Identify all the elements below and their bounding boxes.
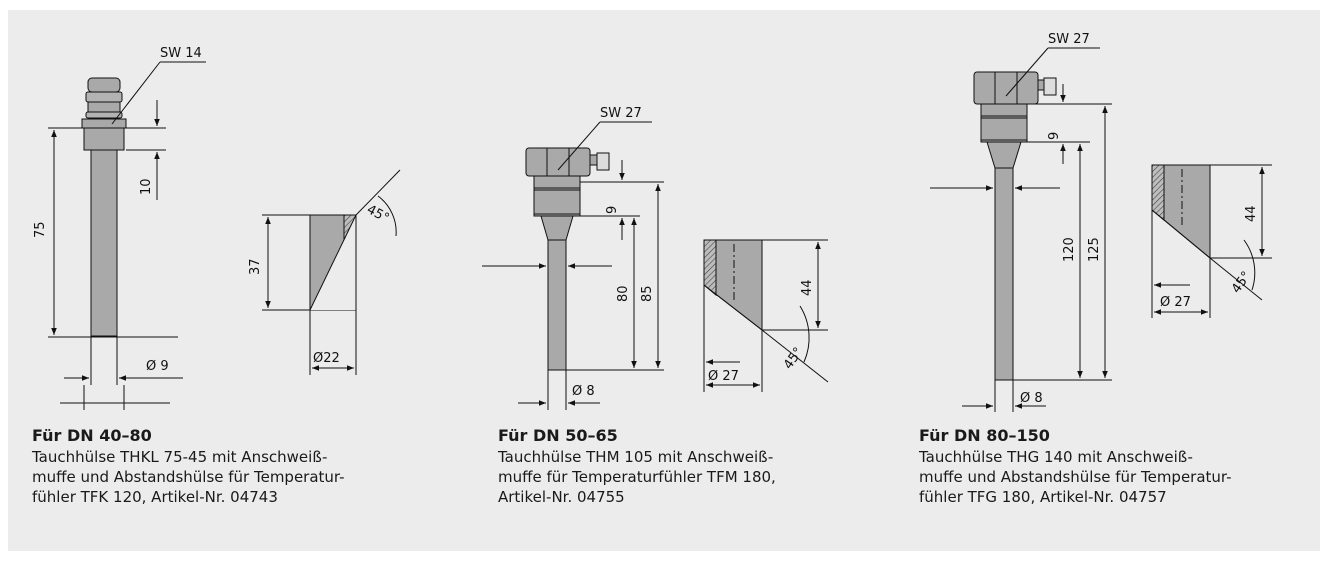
thread-section bbox=[980, 115, 1028, 143]
caption-text: Tauchhülse THG 140 mit Anschweiß- muffe … bbox=[919, 448, 1232, 506]
caption-dn-80-150: Für DN 80–150 Tauchhülse THG 140 mit Ans… bbox=[919, 426, 1319, 507]
drawing-thg-140 bbox=[930, 47, 1272, 412]
caption-title: Für DN 80–150 bbox=[919, 426, 1050, 445]
dim-tip-height: 44 bbox=[800, 279, 815, 296]
dim-tip-angle: 45° bbox=[781, 345, 807, 372]
dim-length-a: 120 bbox=[1062, 237, 1077, 262]
drawing-thg-140-labels: SW 27 9 120 125 Ø 8 44 Ø 27 45° bbox=[1020, 32, 1259, 406]
dim-tip-angle: 45° bbox=[1229, 269, 1255, 296]
drawing-thm-105-labels: SW 27 9 80 85 Ø 8 44 Ø 27 45° bbox=[572, 106, 815, 399]
dim-thread: 9 bbox=[1047, 132, 1062, 140]
sw-label: SW 14 bbox=[160, 46, 202, 61]
sw-label: SW 27 bbox=[1048, 32, 1090, 47]
caption-dn-50-65: Für DN 50–65 Tauchhülse THM 105 mit Ansc… bbox=[498, 426, 898, 507]
caption-text: Tauchhülse THM 105 mit Anschweiß- muffe … bbox=[498, 448, 776, 506]
sleeve bbox=[547, 239, 567, 371]
dim-length-b: 85 bbox=[640, 285, 655, 302]
thread-section bbox=[87, 101, 121, 113]
background-panel bbox=[8, 10, 1320, 551]
flange-body bbox=[83, 127, 125, 151]
dim-tip-diameter: Ø22 bbox=[313, 351, 340, 366]
drawing-thkl-75 bbox=[48, 61, 401, 410]
neck bbox=[533, 175, 581, 189]
thread-ring bbox=[85, 111, 123, 119]
dim-length-a: 80 bbox=[616, 285, 631, 302]
dim-length-b: 125 bbox=[1087, 237, 1102, 262]
hex-head bbox=[525, 147, 591, 177]
connector-block bbox=[1043, 77, 1057, 96]
dim-thread: 10 bbox=[139, 178, 154, 195]
caption-title: Für DN 50–65 bbox=[498, 426, 618, 445]
caption-title: Für DN 40–80 bbox=[32, 426, 152, 445]
dim-diameter: Ø 8 bbox=[1020, 391, 1043, 406]
dim-diameter: Ø 8 bbox=[572, 384, 595, 399]
sw-label: SW 27 bbox=[600, 106, 642, 121]
sleeve bbox=[994, 167, 1014, 381]
hex-head bbox=[973, 71, 1039, 105]
dim-tip-height: 37 bbox=[248, 258, 263, 275]
dim-thread: 9 bbox=[605, 206, 620, 214]
dim-tip-height: 44 bbox=[1244, 205, 1259, 222]
dim-diameter: Ø 9 bbox=[146, 359, 169, 374]
sleeve-neck bbox=[540, 215, 574, 241]
connector-block bbox=[596, 152, 610, 171]
neck bbox=[980, 103, 1028, 117]
nut-collar bbox=[85, 91, 123, 103]
sleeve-neck bbox=[986, 141, 1022, 169]
dim-tip-diameter: Ø 27 bbox=[708, 369, 739, 384]
dim-total-length: 75 bbox=[33, 221, 48, 238]
caption-dn-40-80: Für DN 40–80 Tauchhülse THKL 75-45 mit A… bbox=[32, 426, 432, 507]
flange-top bbox=[81, 118, 127, 129]
drawing-thm-105 bbox=[482, 121, 829, 410]
thread-section bbox=[533, 187, 581, 217]
sleeve bbox=[90, 149, 118, 337]
caption-text: Tauchhülse THKL 75-45 mit Anschweiß- muf… bbox=[32, 448, 345, 506]
nut-top bbox=[87, 77, 121, 93]
dim-tip-diameter: Ø 27 bbox=[1160, 295, 1191, 310]
